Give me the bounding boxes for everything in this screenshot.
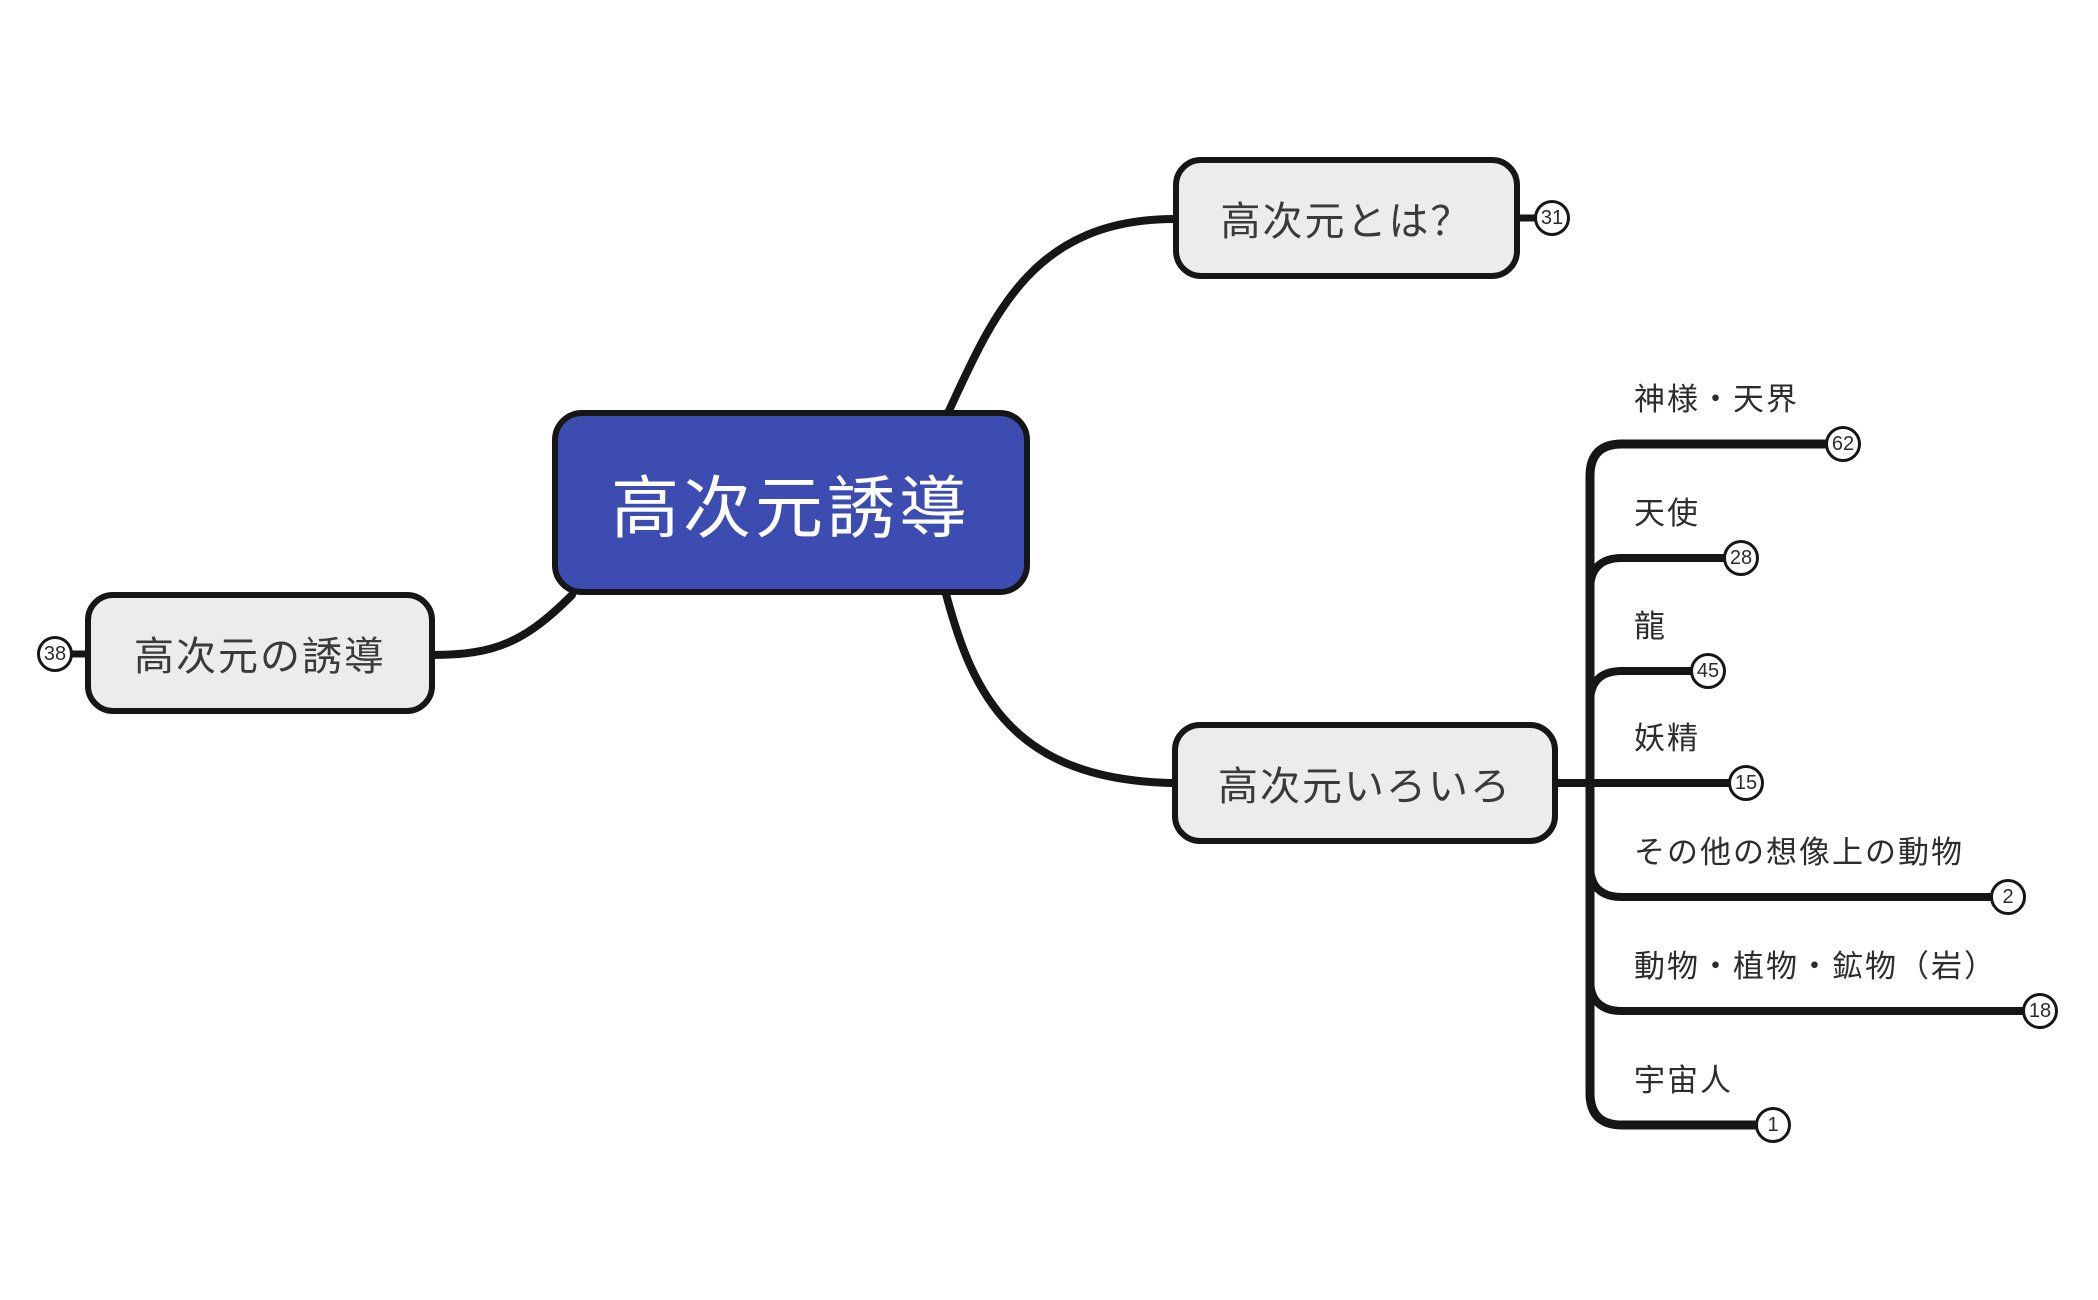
branch-ryu [1586,667,1696,787]
connector-root-to-whatis [944,215,1177,417]
node-guidance[interactable]: 高次元の誘導 [85,592,435,714]
badge-tenshi-count[interactable]: 28 [1723,540,1759,576]
root-node[interactable]: 高次元誘導 [552,410,1030,595]
badge-dobutsu-count[interactable]: 18 [2022,993,2058,1029]
badge-ryu-count[interactable]: 45 [1690,653,1726,689]
branch-kamisama [1585,439,1830,788]
node-what-is-label: 高次元とは？ [1220,200,1473,244]
child-label-dobutsu[interactable]: 動物・植物・鉱物（岩） [1634,949,1997,984]
badge-guidance-count[interactable]: 38 [37,636,73,672]
connector-root-to-guidance [428,591,576,659]
badge-what-is-count-value: 31 [1540,206,1564,229]
child-label-kamisama[interactable]: 神様・天界 [1634,382,1799,417]
badge-tenshi-count-value: 28 [1729,546,1753,569]
child-label-tenshi[interactable]: 天使 [1634,496,1700,531]
badge-kamisama-count[interactable]: 62 [1825,426,1861,462]
badge-sonota-count[interactable]: 2 [1990,879,2026,915]
badge-what-is-count[interactable]: 31 [1534,200,1570,236]
node-various[interactable]: 高次元いろいろ [1172,722,1558,844]
branch-tenshi [1586,554,1728,787]
node-guidance-label: 高次元の誘導 [134,635,386,679]
badge-kamisama-count-value: 62 [1831,432,1855,455]
badge-yosei-count-value: 15 [1734,771,1758,794]
badge-uchujin-count-value: 1 [1767,1113,1779,1136]
badge-guidance-count-value: 38 [43,642,67,665]
branch-uchujin [1585,778,1762,1130]
badge-ryu-count-value: 45 [1696,659,1720,682]
child-label-uchujin[interactable]: 宇宙人 [1634,1063,1733,1098]
badge-dobutsu-count-value: 18 [2028,999,2052,1022]
child-label-yosei[interactable]: 妖精 [1634,721,1700,756]
child-label-ryu[interactable]: 龍 [1634,609,1667,644]
node-what-is[interactable]: 高次元とは？ [1173,157,1520,279]
node-various-label: 高次元いろいろ [1218,765,1512,809]
badge-uchujin-count[interactable]: 1 [1755,1107,1791,1143]
child-label-sonota[interactable]: その他の想像上の動物 [1634,835,1964,870]
connector-root-to-various [942,590,1179,787]
badge-sonota-count-value: 2 [2002,885,2014,908]
root-node-label: 高次元誘導 [610,471,971,547]
branch-dobutsu [1586,779,2028,1015]
badge-yosei-count[interactable]: 15 [1728,765,1764,801]
